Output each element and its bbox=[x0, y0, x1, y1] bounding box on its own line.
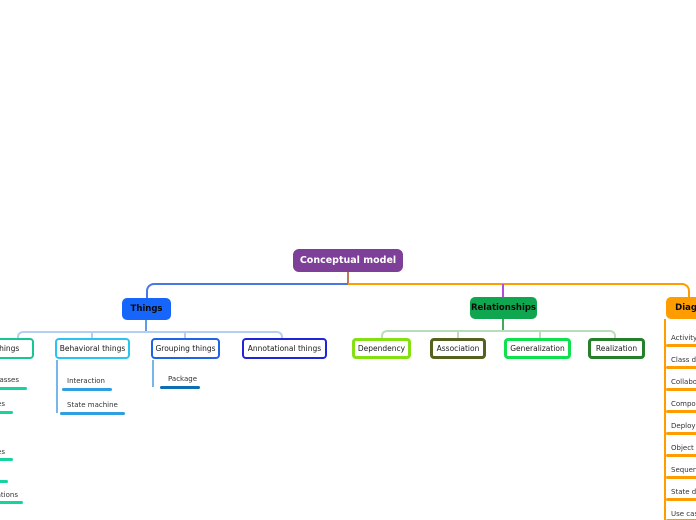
underline-interfaces bbox=[0, 411, 13, 414]
connector-rail-left bbox=[146, 283, 348, 298]
node-classes[interactable]: Classes bbox=[0, 376, 19, 384]
node-collaborations[interactable]: Collaborations bbox=[0, 491, 18, 499]
underline-nodes bbox=[0, 480, 8, 483]
underline-interaction bbox=[62, 388, 112, 391]
underline-state-machine bbox=[60, 412, 125, 415]
underline-object-diagram bbox=[666, 454, 696, 457]
node-object-diagram[interactable]: Object diagram bbox=[671, 444, 696, 452]
connector-behavioral-drop bbox=[91, 332, 93, 338]
underline-state-diagram bbox=[666, 498, 696, 501]
connector-grouping-trunk bbox=[152, 360, 154, 387]
connector-behavioral-trunk bbox=[56, 360, 58, 413]
underline-collaboration-diagram bbox=[666, 388, 696, 391]
node-realization[interactable]: Realization bbox=[588, 338, 645, 359]
underline-sequence-diagram bbox=[666, 476, 696, 479]
underline-component-diagram bbox=[666, 410, 696, 413]
node-use-case-diagram[interactable]: Use case diagram bbox=[671, 510, 696, 518]
node-use-cases[interactable]: Use cases bbox=[0, 448, 5, 456]
node-collaboration-diagram[interactable]: Collaboration diagram bbox=[671, 378, 696, 386]
underline-package bbox=[160, 386, 200, 389]
connector-things-stub bbox=[145, 320, 147, 331]
node-association[interactable]: Association bbox=[430, 338, 486, 359]
node-dependency[interactable]: Dependency bbox=[352, 338, 411, 359]
node-state-machine[interactable]: State machine bbox=[67, 401, 118, 409]
node-grouping-things[interactable]: Grouping things bbox=[151, 338, 220, 359]
node-state-diagram[interactable]: State diagram bbox=[671, 488, 696, 496]
node-interaction[interactable]: Interaction bbox=[67, 377, 105, 385]
node-diagrams[interactable]: Diagrams bbox=[666, 297, 696, 319]
connector-grouping-drop bbox=[184, 332, 186, 338]
node-component-diagram[interactable]: Component diagram bbox=[671, 400, 696, 408]
connector-association-drop bbox=[457, 331, 459, 338]
connector-relationships-drop bbox=[502, 284, 504, 297]
connector-diagrams-trunk bbox=[664, 319, 666, 520]
node-activity-diagram[interactable]: Activity diagram bbox=[671, 334, 696, 342]
connector-relationships-rail bbox=[381, 330, 616, 338]
node-relationships[interactable]: Relationships bbox=[470, 297, 537, 319]
node-annotational-things[interactable]: Annotational things bbox=[242, 338, 327, 359]
underline-deployment-diagram bbox=[666, 432, 696, 435]
underline-class-diagram bbox=[666, 366, 696, 369]
node-deployment-diagram[interactable]: Deployment diagram bbox=[671, 422, 696, 430]
node-behavioral-things[interactable]: Behavioral things bbox=[55, 338, 130, 359]
node-class-diagram[interactable]: Class diagram bbox=[671, 356, 696, 364]
node-structural-things[interactable]: Structural things bbox=[0, 338, 34, 359]
connector-things-rail bbox=[17, 331, 283, 338]
connector-generalization-drop bbox=[539, 331, 541, 338]
node-interfaces[interactable]: Interfaces bbox=[0, 400, 5, 408]
underline-use-cases bbox=[0, 458, 13, 461]
node-generalization[interactable]: Generalization bbox=[504, 338, 571, 359]
node-things[interactable]: Things bbox=[122, 298, 171, 320]
connector-root-stub bbox=[347, 272, 349, 284]
node-sequence-diagram[interactable]: Sequence diagram bbox=[671, 466, 696, 474]
connector-relationships-stub bbox=[502, 319, 504, 330]
underline-activity-diagram bbox=[666, 344, 696, 347]
node-conceptual-model[interactable]: Conceptual model bbox=[293, 249, 403, 272]
underline-collaborations bbox=[0, 501, 23, 504]
connector-rail-right bbox=[348, 283, 690, 298]
node-package[interactable]: Package bbox=[168, 375, 198, 383]
underline-classes bbox=[0, 387, 27, 390]
